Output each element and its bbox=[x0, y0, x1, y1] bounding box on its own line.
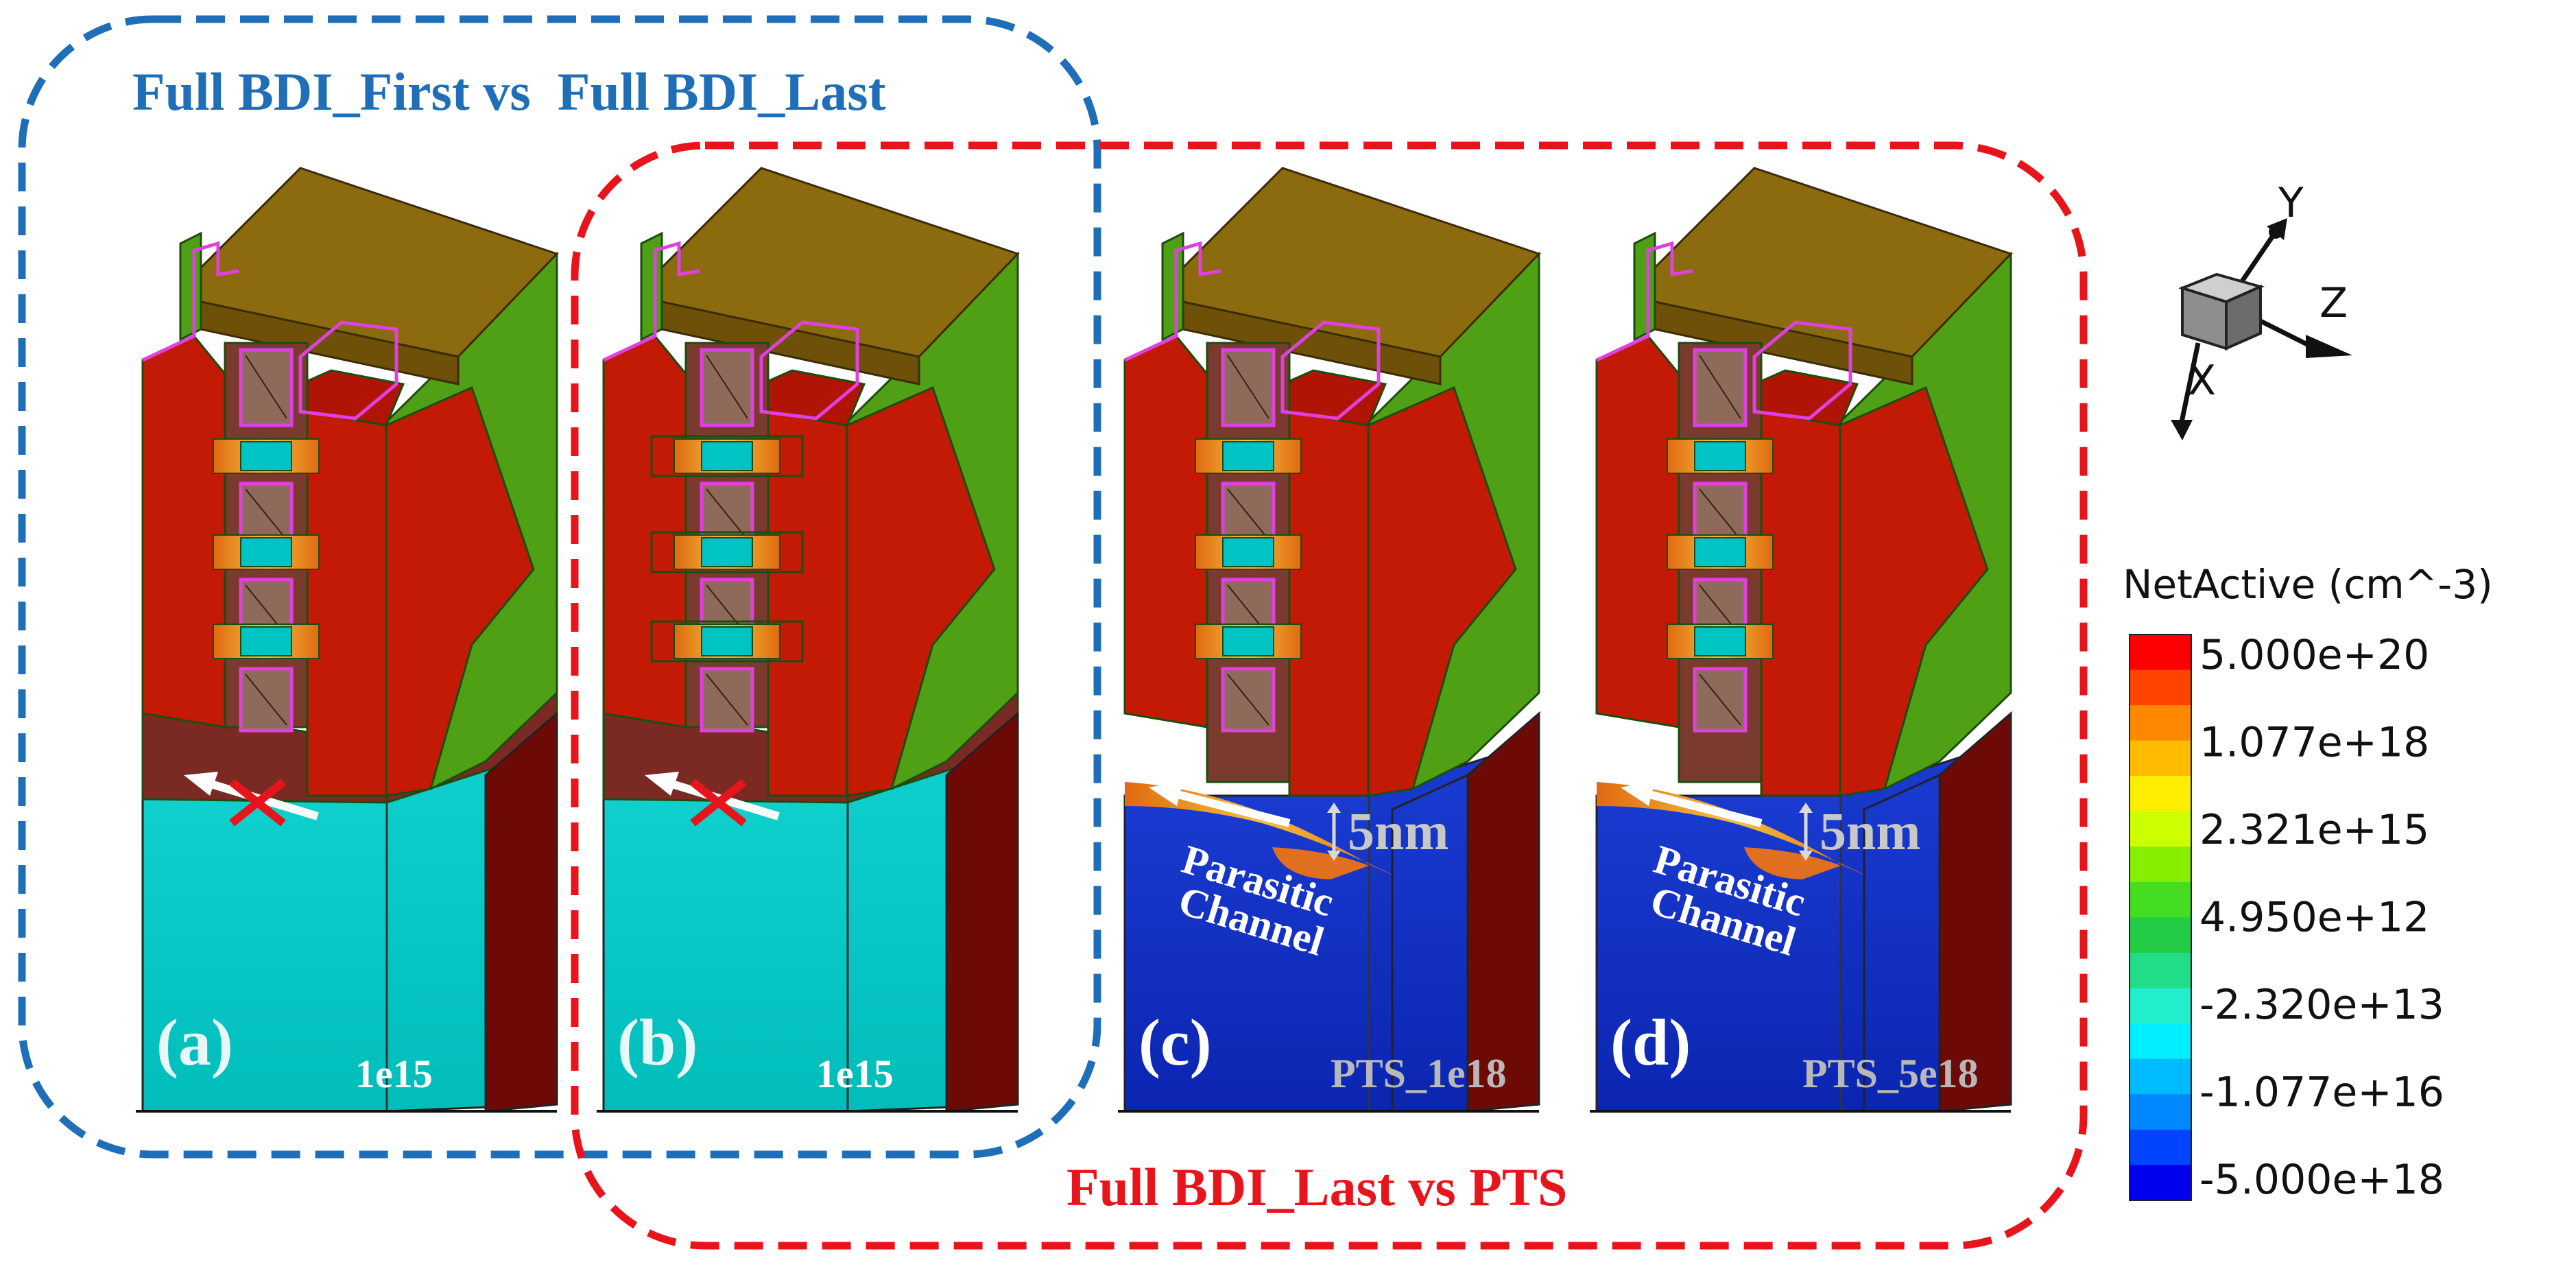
nanosheet-channel bbox=[1222, 626, 1274, 656]
colorbar-tick-label: -1.077e+16 bbox=[2199, 1069, 2444, 1117]
colorbar-band bbox=[2130, 1129, 2191, 1166]
panel-label: (b) bbox=[617, 1006, 697, 1079]
nanosheet-channel bbox=[240, 537, 292, 567]
drain-contact-outline bbox=[298, 320, 398, 420]
panel-label: (d) bbox=[1610, 1006, 1691, 1079]
colorbar-frame bbox=[2129, 634, 2192, 1201]
parasitic-current-arrow bbox=[1640, 788, 1763, 827]
colorbar-band bbox=[2130, 705, 2191, 742]
nanosheet-channel bbox=[701, 441, 753, 471]
colorbar-band bbox=[2130, 669, 2191, 707]
source-contact-outline bbox=[1595, 241, 1693, 362]
colorbar-band bbox=[2130, 881, 2191, 918]
colorbar-tick-label: 5.000e+20 bbox=[2199, 631, 2429, 679]
colorbar-band bbox=[2130, 1165, 2191, 1201]
drain-contact-outline bbox=[759, 320, 859, 420]
colorbar-tick-label: -2.320e+13 bbox=[2199, 981, 2444, 1029]
group-red-title: Full BDI_Last vs PTS bbox=[1066, 1157, 1567, 1217]
colorbar-band bbox=[2130, 776, 2191, 812]
colorbar-band bbox=[2130, 1058, 2191, 1095]
colorbar-band bbox=[2130, 1094, 2191, 1130]
drain-contact-outline bbox=[1752, 320, 1852, 420]
doping-label: 1e15 bbox=[816, 1052, 894, 1096]
parasitic-channel-region bbox=[1597, 782, 1871, 878]
colorbar-band bbox=[2130, 740, 2191, 777]
drain-extension-block bbox=[945, 711, 1019, 1113]
source-contact-outline bbox=[141, 241, 239, 362]
group-blue-title: Full BDI_First vs Full BDI_Last bbox=[132, 62, 886, 121]
nanosheet-channel bbox=[240, 626, 292, 656]
source-region bbox=[1123, 335, 1208, 728]
dimension-label: 5nm bbox=[1820, 801, 1920, 861]
drain-contact-outline bbox=[1280, 320, 1381, 420]
axis-x-label: X bbox=[2188, 357, 2216, 405]
colorbar: NetActive (cm^-3) 5.000e+20 1.077e+18 2.32… bbox=[2123, 561, 2493, 1204]
nanosheet-channel bbox=[1694, 626, 1746, 656]
colorbar-band bbox=[2130, 634, 2191, 671]
device-panel-a: (a) 1e15 bbox=[136, 167, 559, 1113]
nanosheet-channel bbox=[1222, 537, 1274, 567]
colorbar-band bbox=[2130, 953, 2191, 989]
panel-label: (a) bbox=[156, 1006, 233, 1079]
nanosheet-channel bbox=[701, 537, 753, 567]
nanosheet-channel bbox=[701, 626, 753, 656]
colorbar-band bbox=[2130, 988, 2191, 1025]
nanosheet-channel bbox=[1694, 537, 1746, 567]
doping-label: PTS_5e18 bbox=[1802, 1051, 1979, 1096]
nanosheet-channel bbox=[240, 441, 292, 471]
parasitic-channel-region bbox=[1125, 782, 1399, 878]
colorbar-tick-label: 1.077e+18 bbox=[2199, 719, 2429, 767]
parasitic-current-arrow bbox=[1168, 788, 1291, 827]
nanosheet-channel bbox=[1222, 441, 1274, 471]
source-region bbox=[141, 335, 226, 728]
source-contact-outline bbox=[1123, 241, 1221, 362]
axis-z-label: Z bbox=[2319, 279, 2348, 327]
drain-extension-block bbox=[484, 711, 558, 1113]
axis-y-label: Y bbox=[2278, 179, 2304, 227]
device-panel-b: (b) 1e15 bbox=[597, 167, 1020, 1113]
colorbar-title: NetActive (cm^-3) bbox=[2123, 561, 2493, 608]
colorbar-band bbox=[2130, 917, 2191, 954]
axes-cube-icon bbox=[2178, 272, 2265, 351]
axes-triad: Y Z X bbox=[2171, 179, 2352, 440]
colorbar-tick-label: 4.950e+12 bbox=[2199, 894, 2429, 942]
colorbar-band bbox=[2130, 811, 2191, 848]
panel-label: (c) bbox=[1138, 1006, 1212, 1079]
source-contact-outline bbox=[602, 241, 700, 362]
doping-label: 1e15 bbox=[355, 1052, 433, 1096]
colorbar-tick-label: 2.321e+15 bbox=[2199, 806, 2429, 854]
group-red-outline bbox=[571, 141, 2088, 1250]
colorbar-band bbox=[2130, 846, 2191, 883]
dimension-label: 5nm bbox=[1348, 801, 1448, 861]
group-blue-outline bbox=[18, 15, 1101, 1159]
doping-label: PTS_1e18 bbox=[1331, 1051, 1507, 1096]
source-region bbox=[1595, 335, 1680, 728]
nanosheet-channel bbox=[1694, 441, 1746, 471]
colorbar-band bbox=[2130, 1023, 2191, 1060]
colorbar-tick-label: -5.000e+18 bbox=[2199, 1156, 2444, 1204]
